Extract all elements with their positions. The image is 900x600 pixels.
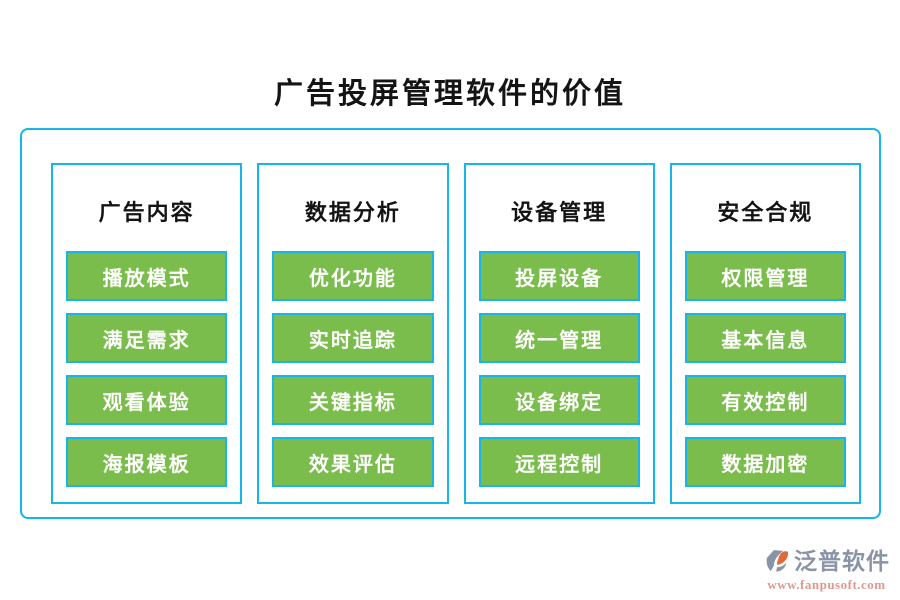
feature-item: 投屏设备 — [478, 251, 640, 301]
feature-item: 设备绑定 — [478, 375, 640, 425]
brand-name: 泛普软件 — [794, 548, 890, 574]
feature-item: 优化功能 — [272, 251, 434, 301]
feature-item: 满足需求 — [66, 313, 228, 363]
feature-item: 有效控制 — [684, 375, 846, 425]
column-header: 设备管理 — [511, 200, 608, 225]
feature-item: 效果评估 — [272, 437, 434, 487]
column-data-analysis: 数据分析 优化功能 实时追踪 关键指标 效果评估 — [257, 163, 449, 504]
feature-item: 远程控制 — [478, 437, 640, 487]
column-header: 安全合规 — [717, 200, 814, 225]
brand-url: www.fanpusoft.com — [767, 577, 886, 592]
logo-row: 泛普软件 — [763, 547, 890, 575]
content-frame: 广告内容 播放模式 满足需求 观看体验 海报模板 数据分析 优化功能 实时追踪 … — [20, 128, 881, 519]
page-title: 广告投屏管理软件的价值 — [273, 78, 626, 110]
feature-item: 权限管理 — [684, 251, 846, 301]
feature-item: 观看体验 — [66, 375, 228, 425]
feature-item: 海报模板 — [66, 437, 228, 487]
column-security-compliance: 安全合规 权限管理 基本信息 有效控制 数据加密 — [669, 163, 861, 504]
column-header: 广告内容 — [98, 200, 195, 225]
feature-item: 基本信息 — [684, 313, 846, 363]
column-device-management: 设备管理 投屏设备 统一管理 设备绑定 远程控制 — [463, 163, 655, 504]
feature-item: 关键指标 — [272, 375, 434, 425]
feature-item: 实时追踪 — [272, 313, 434, 363]
column-ad-content: 广告内容 播放模式 满足需求 观看体验 海报模板 — [51, 163, 243, 504]
feature-item: 播放模式 — [66, 251, 228, 301]
feature-item: 数据加密 — [684, 437, 846, 487]
column-header: 数据分析 — [304, 200, 401, 225]
feature-item: 统一管理 — [478, 313, 640, 363]
fanpu-logo-icon — [766, 550, 789, 572]
watermark-logo: 泛普软件 www.fanpusoft.com — [763, 547, 890, 593]
